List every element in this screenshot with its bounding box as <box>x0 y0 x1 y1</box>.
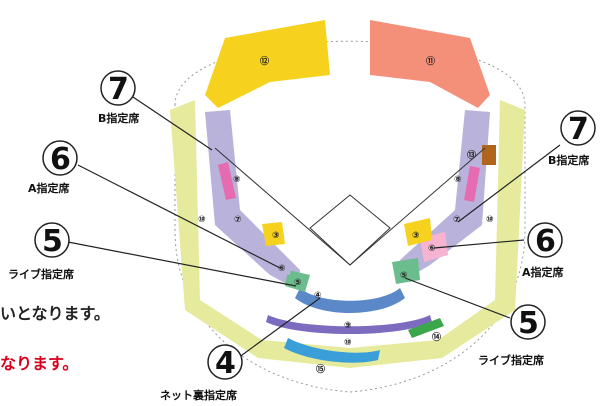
inner-band-left <box>205 110 300 290</box>
section-9 <box>266 315 432 334</box>
label-6-left: ⑥ <box>278 264 286 274</box>
callout-6-right-label: A指定席 <box>522 265 564 279</box>
callout-6-left-label: A指定席 <box>28 181 70 195</box>
label-4: ④ <box>314 291 322 301</box>
label-5-left: ⑤ <box>294 278 302 288</box>
leader-line-6-right <box>433 239 525 249</box>
callout-5-left-circle <box>34 222 70 258</box>
label-8-right: ⑧ <box>454 175 462 185</box>
callout-7-right-circle <box>560 110 596 146</box>
label-7-right: ⑦ <box>453 215 461 225</box>
callout-4-circle <box>207 344 243 380</box>
note-line-2: なります。 <box>0 354 79 373</box>
callout-7-right-number: 7 <box>568 112 589 147</box>
outer-band-left <box>170 100 350 368</box>
callout-5-left-number: 5 <box>42 224 63 259</box>
pink-strip-right <box>464 166 480 202</box>
label-10-bottom: ⑩ <box>344 338 352 348</box>
callout-4-number: 4 <box>215 346 236 381</box>
section-4 <box>295 288 405 313</box>
callout-5-right-circle <box>510 304 546 340</box>
section-12 <box>205 20 330 108</box>
leader-line-6-left <box>77 164 281 269</box>
callout-6-left-number: 6 <box>50 142 71 177</box>
label-13: ⑬ <box>467 149 476 161</box>
leader-line-5-left <box>67 241 297 287</box>
leader-line-4 <box>237 297 321 359</box>
callout-7-right-label: B指定席 <box>548 153 589 167</box>
foul-line-left <box>214 147 351 266</box>
label-7-left: ⑦ <box>234 215 242 225</box>
inner-band-right <box>400 110 490 280</box>
label-3-left: ③ <box>272 231 280 241</box>
section-6-left <box>270 258 292 275</box>
label-15: ⑮ <box>316 363 325 375</box>
infield-diamond <box>309 194 391 266</box>
section-15 <box>284 338 380 363</box>
section-5-left <box>285 270 310 292</box>
callout-5-left-label: ライブ指定席 <box>8 267 74 281</box>
label-12: ⑫ <box>260 55 269 67</box>
pink-strip-left <box>218 162 236 200</box>
callout-6-right-circle <box>527 222 563 258</box>
section-5-right <box>392 258 420 284</box>
callout-6-left-circle <box>42 140 78 176</box>
section-14 <box>408 318 444 338</box>
foul-line-right <box>349 147 486 266</box>
callout-5-right-label: ライブ指定席 <box>478 353 544 367</box>
section-13-box <box>482 145 496 165</box>
callout-7-left-circle <box>100 70 136 106</box>
leader-line-5-right <box>404 277 511 319</box>
callout-7-left-number: 7 <box>108 72 129 107</box>
leader-line-7-right <box>457 144 561 223</box>
outer-band-right <box>350 100 525 368</box>
callout-5-right-number: 5 <box>518 306 539 341</box>
section-3-left <box>262 222 285 246</box>
label-6-right: ⑥ <box>428 244 436 254</box>
section-11 <box>370 20 490 108</box>
label-5-right: ⑤ <box>400 271 408 281</box>
label-10-right: ⑩ <box>486 215 494 225</box>
label-10-left: ⑩ <box>198 215 206 225</box>
leader-line-7-left <box>129 94 213 151</box>
section-3-right <box>404 218 432 246</box>
label-11: ⑪ <box>426 55 435 67</box>
callout-6-right-number: 6 <box>535 224 556 259</box>
callout-7-left-label: B指定席 <box>98 111 139 125</box>
label-8-left: ⑧ <box>233 175 241 185</box>
label-3-right: ③ <box>412 231 420 241</box>
callout-4-label: ネット裏指定席 <box>160 388 237 402</box>
label-14: ⑭ <box>432 331 441 343</box>
note-line-1: いとなります。 <box>0 304 110 323</box>
label-9: ⑨ <box>344 321 352 331</box>
